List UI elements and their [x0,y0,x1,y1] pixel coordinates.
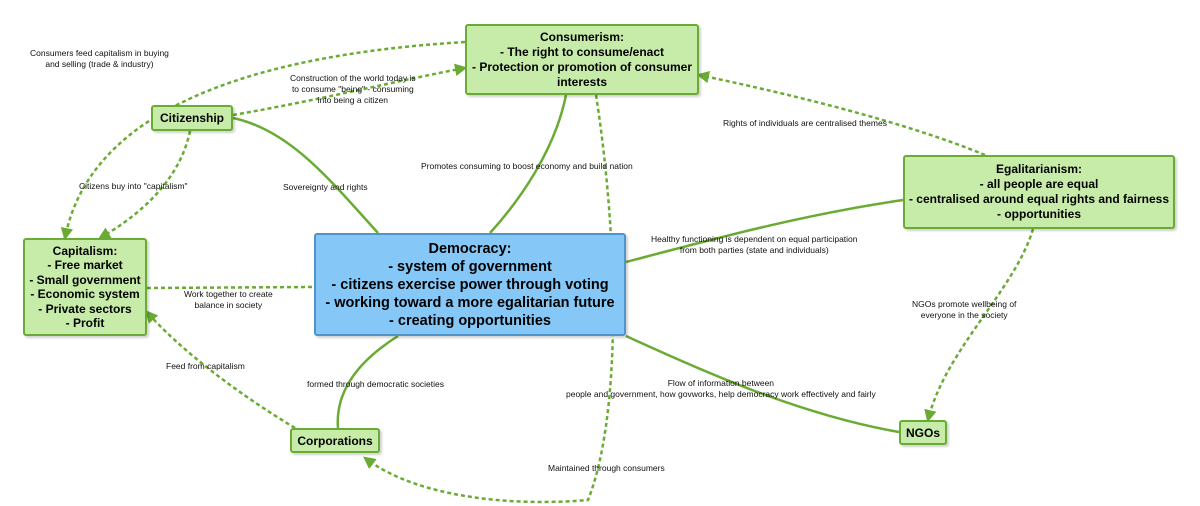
consumerism-item: - The right to consume/enact [499,44,664,59]
citizenship-title: Citizenship [159,111,224,125]
ngos-node[interactable]: NGOs [899,420,947,445]
edge-label-construction: Construction of the world today is to co… [290,73,416,105]
edge-democracy-corporations [336,334,399,429]
egalitarianism-item: - all people are equal [979,177,1099,191]
capitalism-item: - Private sectors [38,301,132,316]
edge-label-maintained-through: Maintained through consumers [548,463,665,473]
ngos-title: NGOs [905,425,940,440]
corporations-node[interactable]: Corporations [290,428,380,453]
edge-label-healthy-functioning: Healthy functioning is dependent on equa… [651,234,858,255]
edge-label-sovereignty: Sovereignty and rights [283,182,368,192]
edge-democracy-ngos [625,334,900,434]
capitalism-title: Capitalism: [52,243,118,258]
edge-capitalism-democracy [146,285,315,290]
edge-label-work-together: Work together to create balance in socie… [184,289,273,310]
edge-egalitarianism-democracy [625,198,904,264]
edge-consumerism-democracy [489,94,568,234]
democracy-item: - system of government [388,258,552,275]
egalitarianism-node[interactable]: Egalitarianism: - all people are equal -… [903,155,1175,229]
democracy-node[interactable]: Democracy: - system of government - citi… [314,233,626,336]
edge-label-flow-information: Flow of information between people and g… [566,378,876,399]
capitalism-item: - Economic system [30,287,140,301]
democracy-item: - working toward a more egalitarian futu… [325,294,615,311]
edge-corporations-capitalism [145,310,296,430]
capitalism-item: - Small government [29,272,141,287]
democracy-title: Democracy: [428,240,512,257]
democracy-item: - citizens exercise power through voting [331,276,609,293]
consumerism-node[interactable]: Consumerism: - The right to consume/enac… [465,24,699,95]
edge-label-rights-individuals: Rights of individuals are centralised th… [723,118,887,128]
edge-citizenship-capitalism [97,130,192,240]
egalitarianism-title: Egalitarianism: [995,162,1083,176]
edge-citizenship-democracy [232,116,379,234]
capitalism-item: - Free market [47,258,123,272]
egalitarianism-item: - opportunities [997,207,1081,221]
edge-label-consumers-feed: Consumers feed capitalism in buying and … [30,48,169,69]
capitalism-item: - Profit [65,316,105,330]
edge-consumerism-capitalism [60,40,466,241]
edge-citizenship-consumerism [232,63,468,117]
edge-egalitarianism-ngos [924,228,1035,423]
corporations-title: Corporations [297,433,373,448]
egalitarianism-item: - centralised around equal rights and fa… [908,192,1170,206]
consumerism-title: Consumerism: [539,29,625,44]
edge-egalitarianism-consumerism [696,70,986,157]
edge-label-ngos-promote: NGOs promote wellbeing of everyone in th… [912,299,1017,320]
edge-consumerism-corporations [363,94,615,504]
citizenship-node[interactable]: Citizenship [151,105,233,131]
capitalism-node[interactable]: Capitalism: - Free market - Small govern… [23,238,147,336]
edge-label-promotes-consuming: Promotes consuming to boost economy and … [421,161,633,171]
democracy-item: - creating opportunities [389,312,551,329]
edge-label-formed-through: formed through democratic societies [307,379,445,389]
consumerism-item: - Protection or promotion of consumer [471,59,692,74]
edge-label-feed-capitalism: Feed from capitalism [166,361,245,371]
consumerism-item: interests [556,74,608,89]
edge-label-citizens-buy: Citizens buy into "capitalism" [79,181,188,191]
